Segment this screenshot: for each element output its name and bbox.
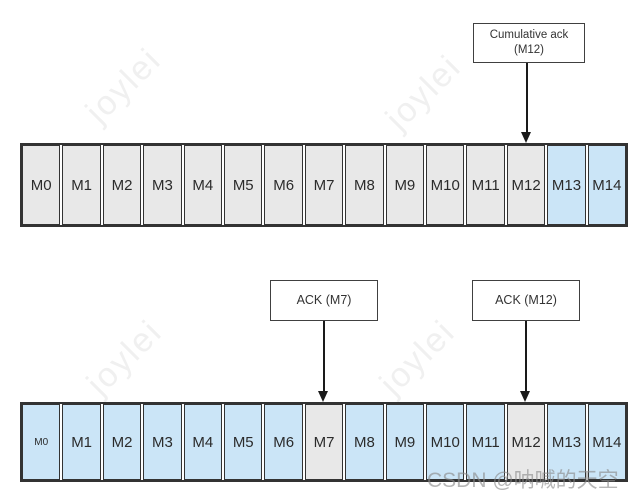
- ack-m12-label: ACK (M12): [495, 293, 557, 307]
- ack-m7-arrow-line: [323, 321, 325, 391]
- cell-m0-bottom-row: M0: [22, 404, 61, 480]
- ack-m12-arrow-line: [525, 321, 527, 391]
- ack-m12-callout: ACK (M12): [472, 280, 580, 321]
- cell-m10-top-row: M10: [426, 145, 465, 225]
- cell-m4-top-row: M4: [183, 145, 223, 225]
- cell-m12-top-row: M12: [506, 145, 546, 225]
- ack-m7-callout: ACK (M7): [270, 280, 378, 321]
- cumulative-ack-callout: Cumulative ack (M12): [473, 23, 585, 63]
- cell-m6-top-row: M6: [264, 145, 303, 225]
- cell-m7-top-row: M7: [304, 145, 344, 225]
- cumulative-ack-arrow-line: [526, 63, 528, 132]
- cell-m8-top-row: M8: [345, 145, 384, 225]
- cell-m9-top-row: M9: [385, 145, 425, 225]
- joylei-watermark: joylei: [79, 312, 170, 403]
- cell-m9-bottom-row: M9: [385, 404, 425, 480]
- csdn-watermark: CSDN @呐喊的天空: [427, 469, 619, 492]
- cell-m11-bottom-row: M11: [466, 404, 505, 480]
- ack-m7-label: ACK (M7): [296, 293, 352, 307]
- cell-m3-bottom-row: M3: [143, 404, 182, 480]
- cell-m1-top-row: M1: [62, 145, 101, 225]
- cell-m1-bottom-row: M1: [62, 404, 101, 480]
- cumulative-ack-label-line1: Cumulative ack: [489, 29, 569, 41]
- cell-m4-bottom-row: M4: [183, 404, 223, 480]
- ack-m12-down-arrow-icon: [520, 391, 530, 402]
- cell-m6-bottom-row: M6: [264, 404, 303, 480]
- cell-m2-bottom-row: M2: [102, 404, 142, 480]
- cumulative-ack-down-arrow-icon: [521, 132, 531, 143]
- cell-m5-bottom-row: M5: [224, 404, 263, 480]
- cell-m7-bottom-row: M7: [304, 404, 344, 480]
- cell-m14-top-row: M14: [587, 145, 627, 225]
- cell-m10-bottom-row: M10: [426, 404, 465, 480]
- joylei-watermark: joylei: [372, 312, 463, 403]
- cell-m0-top-row: M0: [22, 145, 61, 225]
- cell-m2-top-row: M2: [102, 145, 142, 225]
- cumulative-ack-label-line2: (M12): [513, 44, 545, 56]
- cell-m5-top-row: M5: [224, 145, 263, 225]
- cell-m13-top-row: M13: [547, 145, 586, 225]
- cell-m8-bottom-row: M8: [345, 404, 384, 480]
- joylei-watermark: joylei: [78, 40, 169, 131]
- joylei-watermark: joylei: [378, 47, 469, 138]
- ack-m7-down-arrow-icon: [318, 391, 328, 402]
- cell-m13-bottom-row: M13: [547, 404, 586, 480]
- cell-m11-top-row: M11: [466, 145, 505, 225]
- cell-m14-bottom-row: M14: [587, 404, 627, 480]
- cell-m12-bottom-row: M12: [506, 404, 546, 480]
- cell-m3-top-row: M3: [143, 145, 182, 225]
